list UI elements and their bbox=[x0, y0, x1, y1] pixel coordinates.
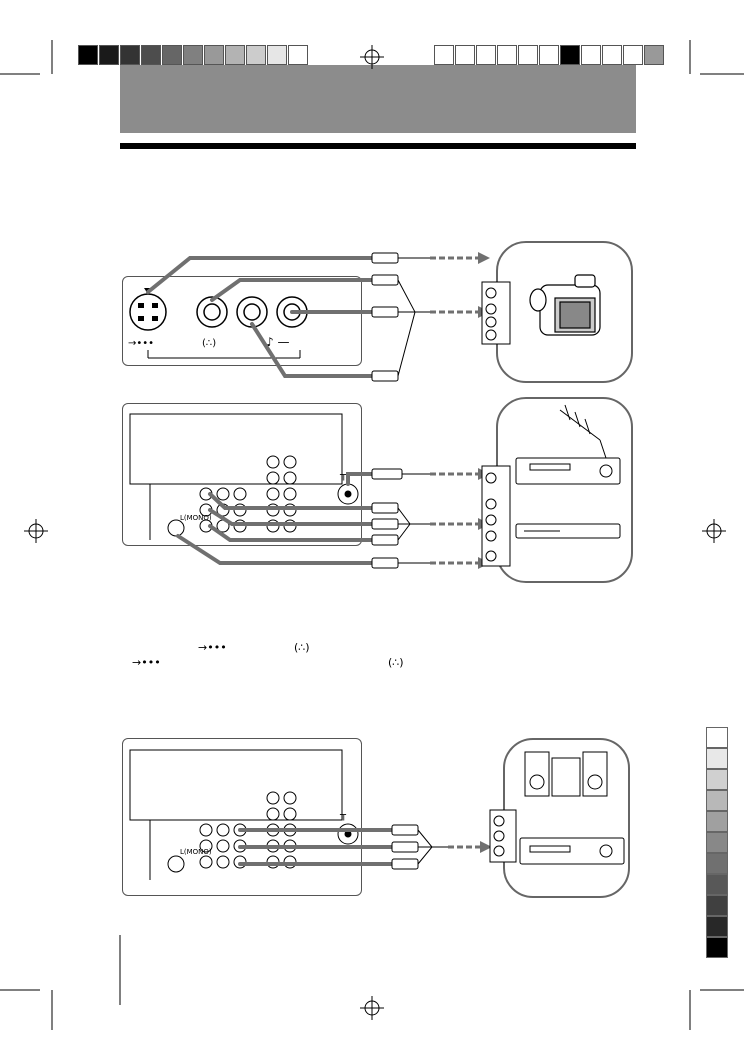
registration-swatch bbox=[267, 45, 287, 65]
registration-swatch bbox=[246, 45, 266, 65]
svg-text:(∴): (∴) bbox=[202, 338, 216, 349]
rca-jack bbox=[216, 487, 230, 501]
rca-jack bbox=[199, 823, 213, 837]
side-thumb-tab bbox=[706, 874, 728, 895]
s-video-icon bbox=[167, 519, 185, 537]
rca-jack bbox=[283, 471, 297, 485]
registration-swatch bbox=[644, 45, 664, 65]
side-thumb-tab bbox=[706, 895, 728, 916]
tv-rear-av-panel-bottom bbox=[122, 738, 362, 896]
side-thumb-tab bbox=[706, 853, 728, 874]
side-thumb-tab bbox=[706, 769, 728, 790]
registration-swatch bbox=[476, 45, 496, 65]
registration-swatch bbox=[623, 45, 643, 65]
registration-swatch bbox=[162, 45, 182, 65]
rca-jack bbox=[266, 807, 280, 821]
registration-swatch bbox=[183, 45, 203, 65]
svg-text:→•••: →••• bbox=[198, 641, 227, 654]
audio-l-mono-label: L(MONO) bbox=[180, 514, 212, 522]
side-thumb-tab bbox=[706, 832, 728, 853]
registration-swatch bbox=[518, 45, 538, 65]
registration-swatch bbox=[497, 45, 517, 65]
registration-swatch bbox=[560, 45, 580, 65]
registration-swatch bbox=[225, 45, 245, 65]
registration-swatch bbox=[99, 45, 119, 65]
rca-jack bbox=[266, 487, 280, 501]
side-thumb-tab bbox=[706, 937, 728, 958]
header-rule bbox=[120, 143, 636, 149]
registration-swatch bbox=[455, 45, 475, 65]
rca-jack bbox=[266, 791, 280, 805]
audio-l-mono-label-2: L(MONO) bbox=[180, 848, 212, 856]
rca-jack bbox=[216, 855, 230, 869]
registration-swatch bbox=[78, 45, 98, 65]
svg-text:╥: ╥ bbox=[339, 810, 347, 821]
rca-jack bbox=[283, 455, 297, 469]
rca-jack bbox=[266, 471, 280, 485]
rca-jack bbox=[216, 823, 230, 837]
svg-text:→•••: →••• bbox=[132, 656, 161, 669]
rca-jack bbox=[283, 487, 297, 501]
svg-text:→•••: →••• bbox=[128, 338, 154, 349]
dvd-player-icon bbox=[515, 523, 621, 539]
rca-jack bbox=[233, 487, 247, 501]
side-thumb-tab bbox=[706, 811, 728, 832]
svg-text:♪ —: ♪ — bbox=[266, 335, 289, 349]
registration-swatch bbox=[539, 45, 559, 65]
crosshair-circle-icon bbox=[24, 45, 726, 1020]
s-video-icon bbox=[167, 855, 185, 873]
svg-text:╥: ╥ bbox=[339, 470, 347, 481]
stereo-system-icon bbox=[519, 751, 625, 865]
header-band bbox=[120, 65, 636, 133]
rca-jack bbox=[199, 839, 213, 853]
registration-swatch bbox=[434, 45, 454, 65]
registration-swatch bbox=[581, 45, 601, 65]
registration-swatch bbox=[204, 45, 224, 65]
camcorder-icon bbox=[529, 274, 601, 336]
side-thumb-tab bbox=[706, 727, 728, 748]
registration-swatch bbox=[602, 45, 622, 65]
rca-jack bbox=[283, 791, 297, 805]
registration-swatch bbox=[120, 45, 140, 65]
vcr-dvd-device-box bbox=[496, 397, 633, 583]
svg-text:(∴): (∴) bbox=[388, 656, 404, 669]
rca-jack bbox=[199, 855, 213, 869]
side-thumb-tab bbox=[706, 748, 728, 769]
rca-jack bbox=[216, 839, 230, 853]
side-thumb-tab bbox=[706, 916, 728, 937]
side-thumb-tab bbox=[706, 790, 728, 811]
rca-jack bbox=[283, 807, 297, 821]
vcr-icon bbox=[515, 457, 621, 485]
registration-swatch bbox=[288, 45, 308, 65]
registration-swatch bbox=[141, 45, 161, 65]
rca-jack bbox=[266, 455, 280, 469]
svg-text:(∴): (∴) bbox=[294, 641, 310, 654]
